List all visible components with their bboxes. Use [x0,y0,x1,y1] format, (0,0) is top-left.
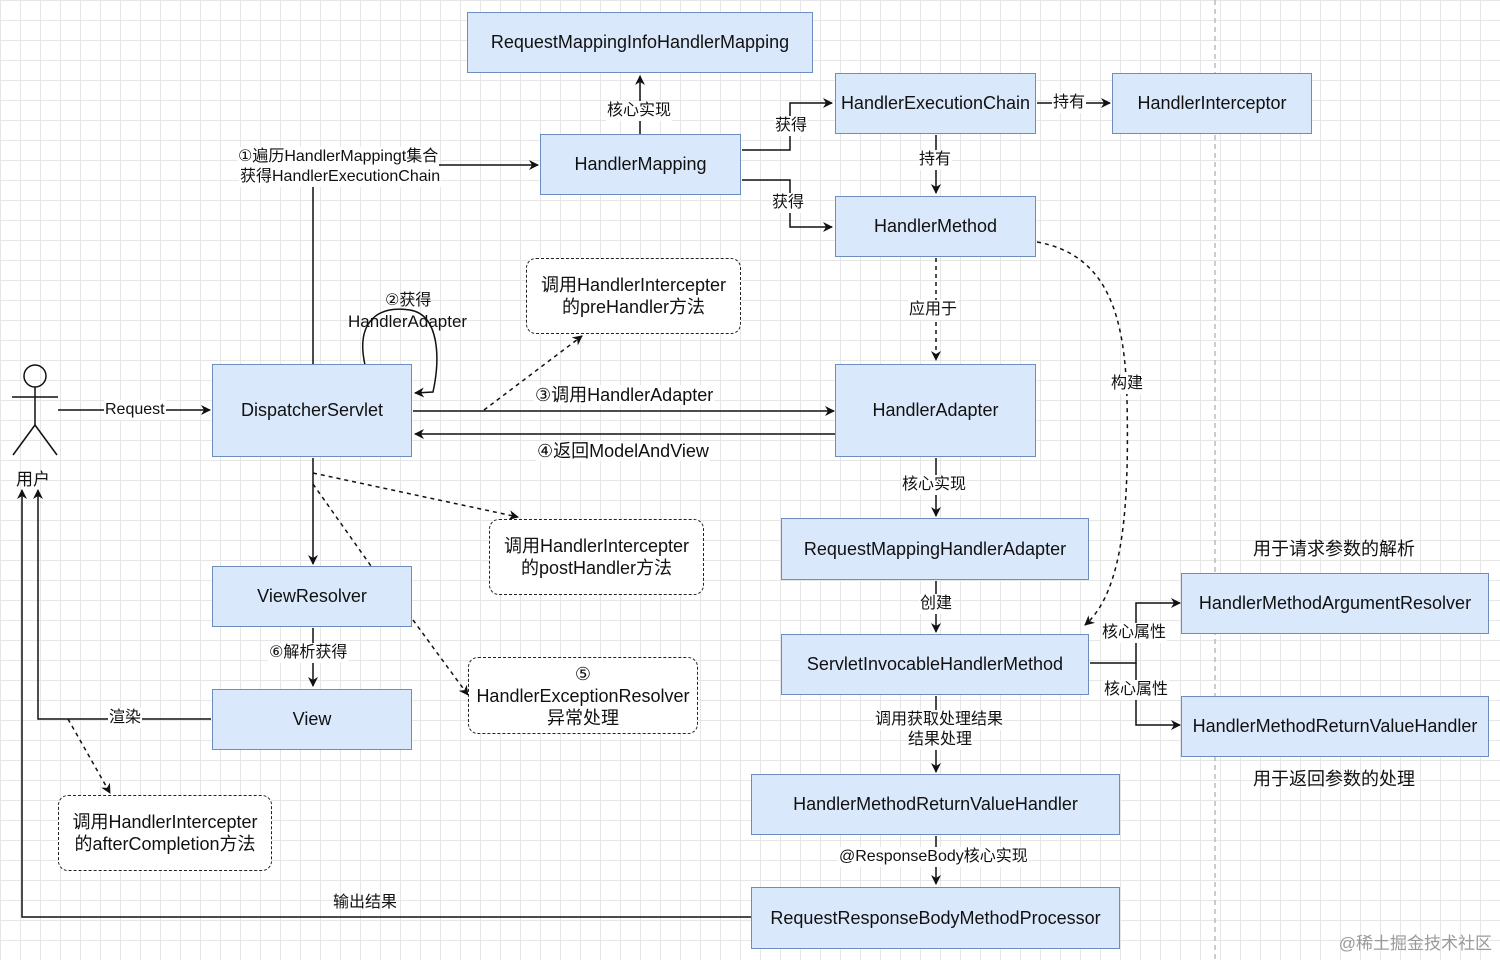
box-view[interactable]: View [212,689,412,750]
note-exception-resolver: ⑤ HandlerExceptionResolver 异常处理 [468,657,698,734]
edge-vr-exc [412,619,469,696]
edge-dash-vr [312,483,372,567]
note-after-completion: 调用HandlerIntercepter 的afterCompletion方法 [58,795,272,871]
label-output: 输出结果 [333,894,398,911]
label-step1-line1: ①遍历HandlerMappingt集合 [237,147,440,167]
box-handler-method[interactable]: HandlerMethod [835,196,1036,257]
label-step4: ④返回ModelAndView [536,441,710,461]
edge-ds-self [362,308,438,398]
box-handler-method-return-value-handler[interactable]: HandlerMethodReturnValueHandler [751,774,1120,835]
label-core-impl-top: 核心实现 [606,101,673,121]
watermark: @稀土掘金技术社区 [1338,934,1492,953]
box-handler-adapter[interactable]: HandlerAdapter [835,364,1036,457]
edge-hmethod-sihm [1036,241,1129,626]
label-request: Request [104,400,166,420]
box-request-response-body-method-processor[interactable]: RequestResponseBodyMethodProcessor [751,887,1120,949]
edge-render-after [67,718,111,794]
box-handler-mapping[interactable]: HandlerMapping [540,134,741,195]
note-after-line-1: 调用HandlerIntercepter [72,812,258,832]
edge-view-user [33,489,211,720]
note-post-handler: 调用HandlerIntercepter 的postHandler方法 [489,519,704,595]
note-pre-handler: 调用HandlerIntercepter 的preHandler方法 [526,258,741,334]
label-invoke-line1: 调用获取处理结果 [874,710,1005,730]
note-exc-line-2: HandlerExceptionResolver [476,685,690,706]
box-request-mapping-handler-adapter[interactable]: RequestMappingHandlerAdapter [781,518,1089,580]
label-core-attr-1: 核心属性 [1101,623,1168,643]
label-ret-desc: 用于返回参数的处理 [1253,769,1415,789]
note-after-line-2: 的afterCompletion方法 [74,834,256,854]
label-response-body: @ResponseBody核心实现 [838,847,1029,867]
note-exc-line-3: 异常处理 [547,707,619,728]
user-actor-icon [12,364,58,456]
box-handler-method-return-value-handler-right[interactable]: HandlerMethodReturnValueHandler [1181,696,1489,757]
note-post-line-1: 调用HandlerIntercepter [503,536,690,556]
edge-ds-hm [312,160,539,365]
box-handler-execution-chain[interactable]: HandlerExecutionChain [835,73,1036,134]
box-dispatcher-servlet[interactable]: DispatcherServlet [212,364,412,457]
box-view-resolver[interactable]: ViewResolver [212,566,412,627]
label-core-impl-mid: 核心实现 [901,475,968,495]
label-step2-line1: ②获得 [385,292,432,309]
box-request-mapping-info-handler-mapping[interactable]: RequestMappingInfoHandlerMapping [467,12,813,73]
label-hold-hmethod: 持有 [918,150,953,170]
note-pre-line-2: 的preHandler方法 [561,297,706,317]
edge-output-user [17,489,752,918]
label-step2-line2: HandlerAdapter [348,312,468,331]
edge-ds-post [312,472,519,520]
note-pre-line-1: 调用HandlerIntercepter [540,275,727,295]
label-step3: ③调用HandlerAdapter [534,385,715,405]
note-post-line-2: 的postHandler方法 [520,558,673,578]
label-step1-line2: 获得HandlerExecutionChain [239,167,442,187]
label-build: 构建 [1110,374,1145,394]
label-hold-hi: 持有 [1052,93,1087,113]
note-exc-line-1: ⑤ [574,663,592,684]
label-create: 创建 [919,594,954,614]
label-arg-desc: 用于请求参数的解析 [1253,539,1415,559]
label-apply-to: 应用于 [908,300,959,320]
user-actor-label: 用户 [16,470,50,489]
label-core-attr-2: 核心属性 [1103,680,1170,700]
label-invoke-line2: 结果处理 [907,730,974,750]
label-get-hmethod: 获得 [771,193,806,213]
box-handler-interceptor[interactable]: HandlerInterceptor [1112,73,1312,134]
label-get-hec: 获得 [774,116,809,136]
box-handler-method-argument-resolver[interactable]: HandlerMethodArgumentResolver [1181,573,1489,634]
box-servlet-invocable-handler-method[interactable]: ServletInvocableHandlerMethod [781,634,1089,695]
label-step6: ⑥解析获得 [268,643,349,663]
label-render: 渲染 [108,708,143,728]
